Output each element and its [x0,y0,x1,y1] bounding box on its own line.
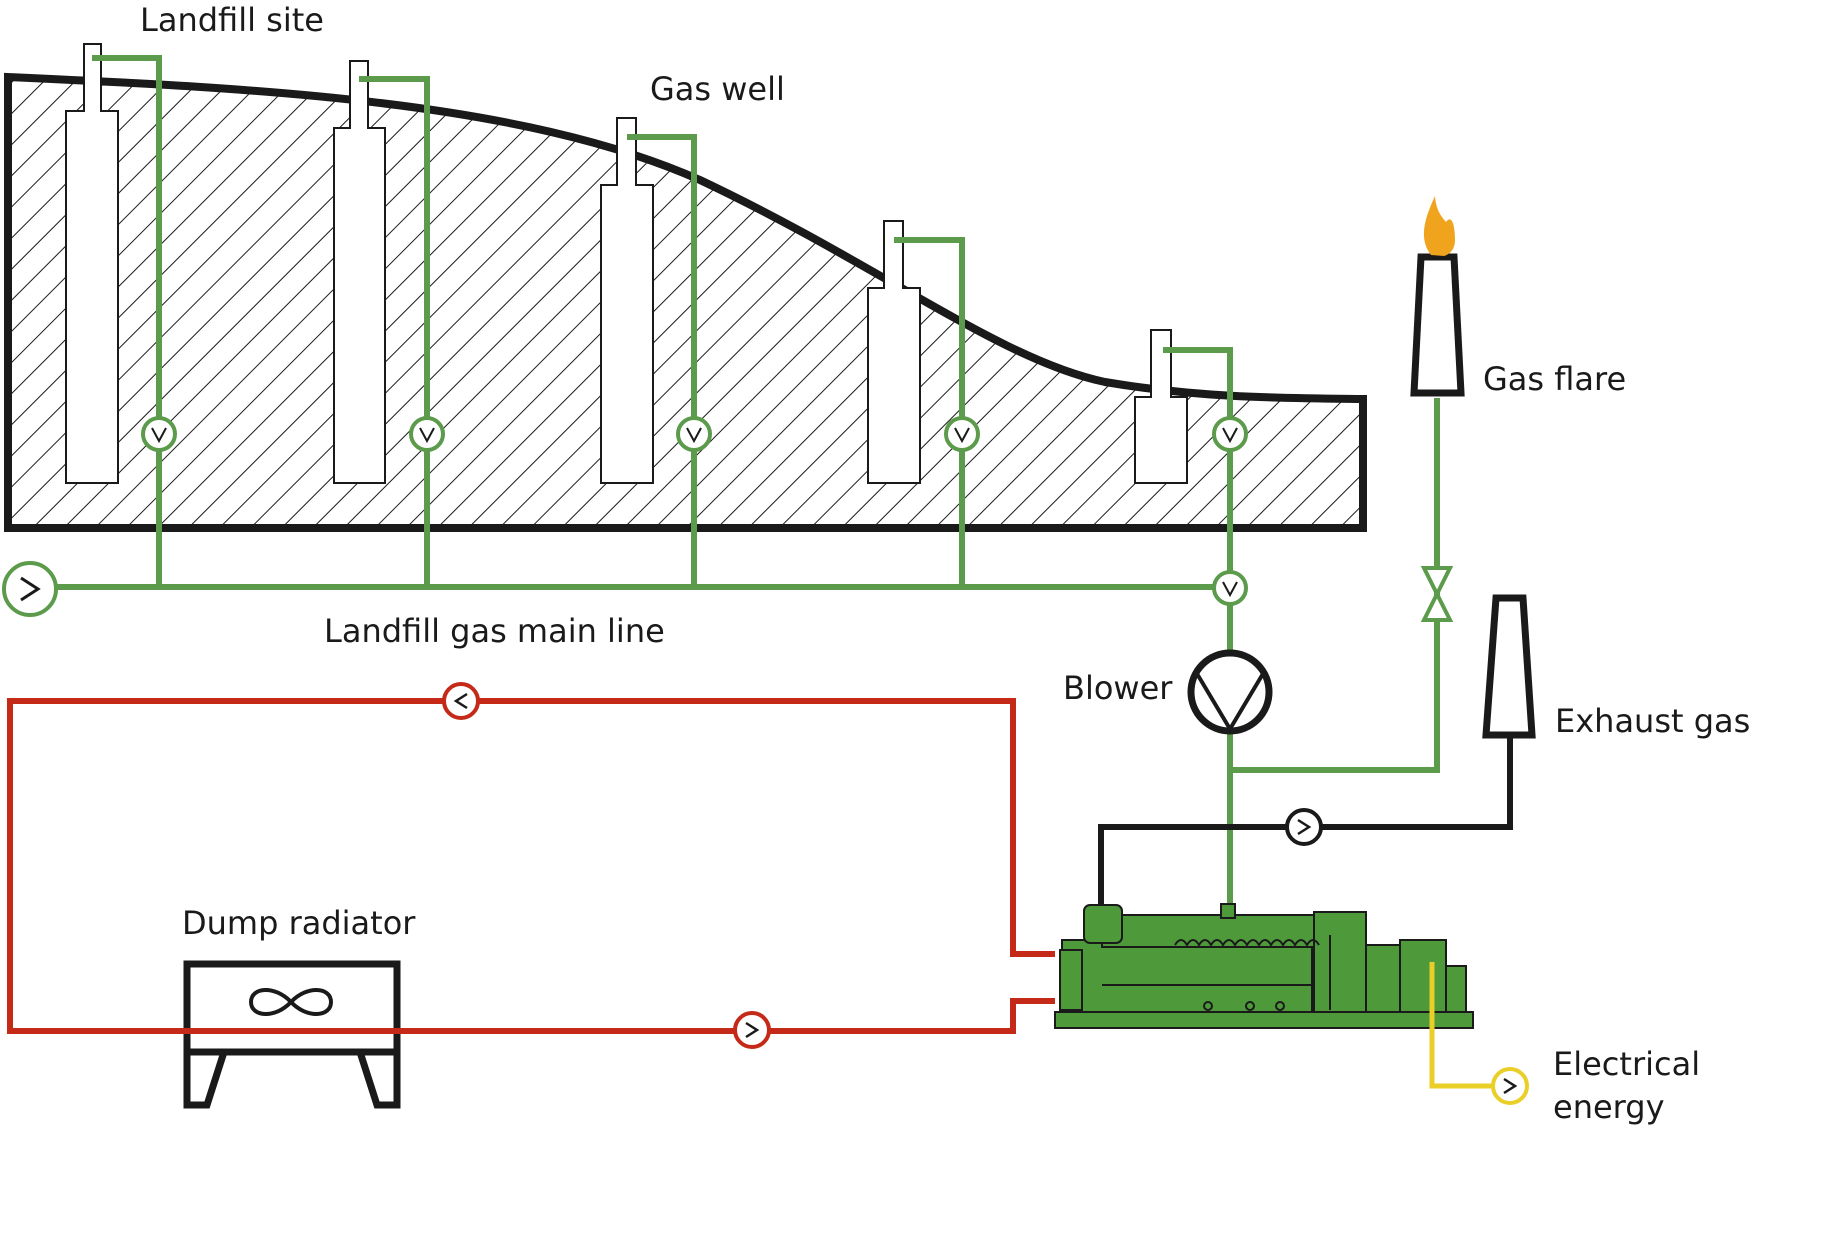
gas-well-5 [1134,329,1188,484]
well-valve-3 [676,416,712,452]
flare-valve-icon [1420,566,1454,622]
label-gas-flare: Gas flare [1483,360,1627,398]
exhaust-arrow-icon [1285,808,1323,846]
label-exhaust-gas: Exhaust gas [1555,702,1751,740]
label-blower: Blower [1063,669,1173,707]
main-line-inlet-arrow-icon [2,561,58,617]
blower-icon [1187,649,1273,735]
gas-well-3 [600,117,654,484]
gas-flare-stack [1410,253,1465,397]
coolant-return-arrow-icon [442,682,480,720]
label-electrical-energy-line2: energy [1553,1088,1665,1126]
coolant-loop [7,698,1055,1034]
electrical-line [1429,962,1493,1089]
label-dump-radiator: Dump radiator [182,904,416,942]
label-main-line: Landfill gas main line [324,612,665,650]
coolant-supply-arrow-icon [733,1011,771,1049]
label-gas-well: Gas well [650,70,785,108]
gas-well-4 [867,220,921,484]
label-electrical-energy-line1: Electrical [1553,1045,1701,1083]
well-valves [141,416,1248,606]
gas-well-2 [333,60,386,484]
exhaust-stack [1482,594,1536,739]
electrical-arrow-icon [1491,1067,1529,1105]
label-landfill-site: Landfill site [140,1,324,39]
dump-radiator [10,960,434,1109]
main-line-valve [1212,570,1248,606]
radiator-fan-icon [248,988,334,1016]
gas-engine-icon [1054,903,1474,1029]
well-valve-4 [944,416,980,452]
well-valve-2 [409,416,445,452]
well-valve-5 [1212,416,1248,452]
gas-well-1 [65,43,119,484]
gas-well-pipes [51,55,1440,912]
flame-icon [1423,196,1455,256]
well-valve-1 [141,416,177,452]
